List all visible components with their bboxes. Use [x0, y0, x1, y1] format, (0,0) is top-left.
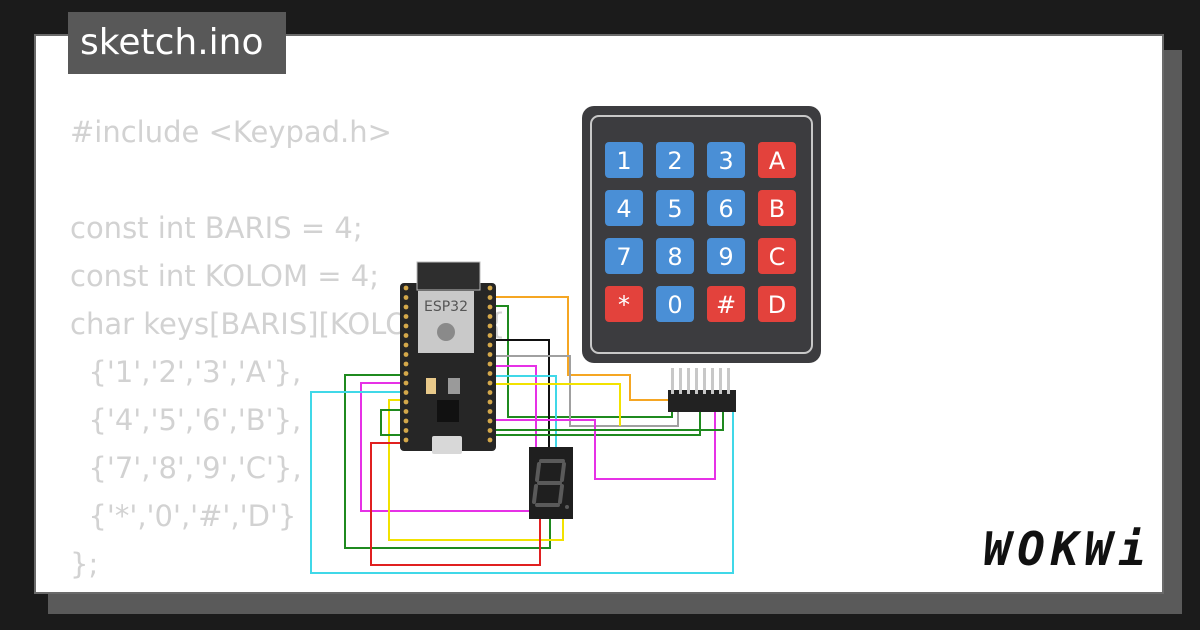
svg-text:C: C	[769, 243, 786, 271]
wire	[490, 383, 621, 426]
wokwi-logo: WOKWi	[983, 522, 1152, 576]
wire	[490, 339, 550, 450]
svg-text:9: 9	[718, 243, 733, 271]
keypad-4x4[interactable]: 1 2 3 A 4 5 6 B 7 8 9 C * 0 # D	[582, 106, 821, 412]
seven-segment-display	[529, 447, 573, 519]
code-preview: #include <Keypad.h> const int BARIS = 4;…	[70, 115, 506, 581]
board-label: ESP32	[424, 299, 468, 315]
keypad-key[interactable]: 9	[707, 238, 745, 274]
keypad-key[interactable]: 3	[707, 142, 745, 178]
wire	[370, 442, 541, 566]
svg-text:8: 8	[667, 243, 682, 271]
keypad-key[interactable]: 1	[605, 142, 643, 178]
svg-text:D: D	[768, 291, 786, 319]
svg-text:1: 1	[616, 147, 631, 175]
keypad-keys: 1 2 3 A 4 5 6 B 7 8 9 C * 0 # D	[605, 142, 796, 322]
wire	[490, 410, 724, 431]
wire	[490, 305, 673, 418]
espressif-logo-icon	[437, 323, 455, 341]
wires	[310, 296, 734, 574]
svg-text:7: 7	[616, 243, 631, 271]
wire	[388, 399, 564, 541]
wire	[360, 382, 530, 512]
keypad-key[interactable]: D	[758, 286, 796, 322]
keypad-key[interactable]: B	[758, 190, 796, 226]
wire	[406, 410, 716, 480]
keypad-header-pins	[671, 368, 730, 394]
keypad-key[interactable]: *	[605, 286, 643, 322]
wire	[344, 374, 551, 549]
svg-text:5: 5	[667, 195, 682, 223]
wire	[490, 296, 676, 401]
keypad-key[interactable]: A	[758, 142, 796, 178]
file-name-tab[interactable]: sketch.ino	[68, 12, 286, 74]
wire	[490, 355, 679, 427]
wire	[490, 365, 537, 450]
svg-text:2: 2	[667, 147, 682, 175]
keypad-key[interactable]: C	[758, 238, 796, 274]
esp32-board[interactable]: ESP32	[400, 261, 496, 454]
keypad-key[interactable]: 7	[605, 238, 643, 274]
svg-text:#: #	[716, 291, 736, 319]
keypad-key[interactable]: 6	[707, 190, 745, 226]
keypad-key[interactable]: 5	[656, 190, 694, 226]
wire	[490, 375, 557, 450]
svg-text:4: 4	[616, 195, 631, 223]
svg-text:6: 6	[718, 195, 733, 223]
svg-text:*: *	[618, 291, 630, 319]
svg-text:B: B	[769, 195, 785, 223]
wire	[310, 391, 734, 574]
board-pins	[403, 285, 493, 443]
keypad-key[interactable]: 8	[656, 238, 694, 274]
svg-text:A: A	[769, 147, 786, 175]
wire	[380, 409, 701, 436]
keypad-key[interactable]: 2	[656, 142, 694, 178]
keypad-key[interactable]: #	[707, 286, 745, 322]
keypad-key[interactable]: 0	[656, 286, 694, 322]
svg-text:3: 3	[718, 147, 733, 175]
svg-text:0: 0	[667, 291, 682, 319]
keypad-key[interactable]: 4	[605, 190, 643, 226]
